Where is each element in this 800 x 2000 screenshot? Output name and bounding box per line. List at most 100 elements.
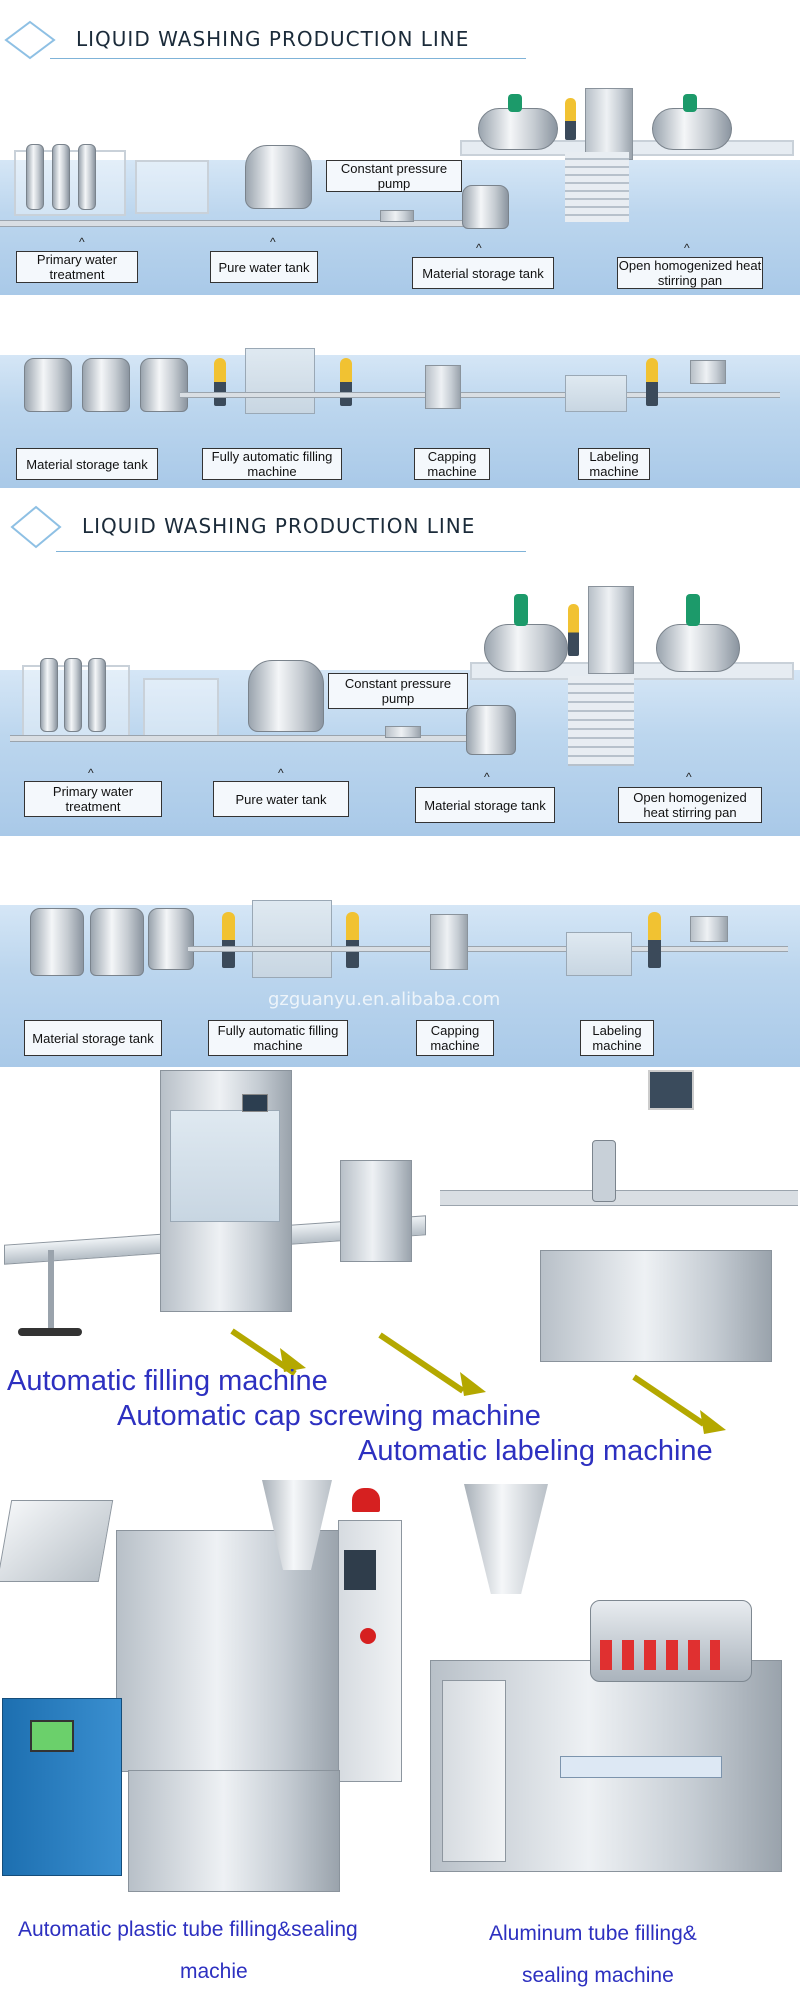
homogenizer-pan bbox=[478, 108, 558, 150]
arrow-head-icon bbox=[460, 1372, 486, 1396]
capping-machine bbox=[425, 365, 461, 409]
pipe bbox=[0, 220, 470, 227]
chiller-display bbox=[30, 1720, 74, 1752]
alarm-light bbox=[352, 1488, 380, 1512]
cabinet-door bbox=[128, 1770, 340, 1892]
arrow-head-icon bbox=[700, 1410, 726, 1434]
control-panel bbox=[442, 1680, 506, 1862]
section-title: LIQUID WASHING PRODUCTION LINE bbox=[82, 514, 476, 538]
labeling-machine bbox=[566, 932, 632, 976]
material-storage-tank bbox=[140, 358, 188, 412]
conveyor-base bbox=[18, 1328, 82, 1336]
filter-column bbox=[88, 658, 106, 732]
output-table bbox=[690, 916, 728, 942]
material-storage-tank bbox=[24, 358, 72, 412]
pointer-caret: ^ bbox=[278, 766, 284, 780]
homogenizer-pan bbox=[656, 624, 740, 672]
filling-machine bbox=[252, 900, 332, 978]
labeling-machine bbox=[540, 1250, 772, 1362]
control-screen bbox=[242, 1094, 268, 1112]
production-scene-3 bbox=[0, 580, 800, 780]
filling-machine-window bbox=[170, 1110, 280, 1222]
homogenizer-pan bbox=[652, 108, 732, 150]
motor bbox=[508, 94, 522, 112]
header-underline bbox=[50, 58, 526, 59]
label-pure-water-tank: Pure water tank bbox=[210, 251, 318, 283]
pointer-caret: ^ bbox=[79, 235, 85, 249]
material-storage-tank bbox=[466, 705, 516, 755]
pump bbox=[380, 210, 414, 222]
caption-filling-machine: Automatic filling machine bbox=[7, 1365, 328, 1397]
tube-hopper-tray bbox=[0, 1500, 114, 1582]
label-homogenized-pan: Open homogenized heat stirring pan bbox=[618, 787, 762, 823]
machine-nameplate bbox=[560, 1756, 722, 1778]
control-panel bbox=[588, 586, 634, 674]
conveyor bbox=[180, 392, 780, 398]
worker bbox=[565, 98, 576, 140]
motor bbox=[686, 594, 700, 626]
label-pure-water-tank: Pure water tank bbox=[213, 781, 349, 817]
section-header-1: LIQUID WASHING PRODUCTION LINE bbox=[0, 18, 800, 68]
product-hopper bbox=[464, 1484, 548, 1594]
conveyor bbox=[440, 1190, 798, 1206]
output-table bbox=[690, 360, 726, 384]
label-filling-machine: Fully automatic filling machine bbox=[202, 448, 342, 480]
conveyor bbox=[188, 946, 788, 952]
section-title: LIQUID WASHING PRODUCTION LINE bbox=[76, 27, 470, 51]
pointer-caret: ^ bbox=[476, 241, 482, 255]
caption-plastic-tube-machine-line1: Automatic plastic tube filling&sealing bbox=[18, 1918, 358, 1941]
caption-labeling-machine: Automatic labeling machine bbox=[358, 1435, 713, 1467]
arrow-head-icon bbox=[280, 1348, 306, 1372]
worker bbox=[340, 358, 352, 406]
labeling-machine bbox=[565, 375, 627, 412]
stairs bbox=[565, 152, 629, 222]
filter-column bbox=[26, 144, 44, 210]
label-roll bbox=[592, 1140, 616, 1202]
caption-aluminum-tube-machine-line2: sealing machine bbox=[522, 1964, 674, 1987]
label-material-storage-tank: Material storage tank bbox=[415, 787, 555, 823]
motor bbox=[514, 594, 528, 626]
label-filling-machine: Fully automatic filling machine bbox=[208, 1020, 348, 1056]
stairs bbox=[568, 676, 634, 766]
motor bbox=[683, 94, 697, 112]
label-capping-machine: Capping machine bbox=[416, 1020, 494, 1056]
label-material-storage-tank: Material storage tank bbox=[24, 1020, 162, 1056]
section-header-2: LIQUID WASHING PRODUCTION LINE bbox=[0, 503, 800, 553]
diamond-icon bbox=[4, 20, 56, 60]
worker bbox=[346, 912, 359, 968]
material-storage-tank bbox=[462, 185, 509, 229]
diamond-icon bbox=[10, 505, 62, 549]
label-labeling-machine: Labeling machine bbox=[578, 448, 650, 480]
arrow-icon bbox=[378, 1332, 465, 1394]
watermark: gzguanyu.en.alibaba.com bbox=[268, 989, 501, 1010]
touch-screen bbox=[648, 1070, 694, 1110]
pointer-caret: ^ bbox=[484, 770, 490, 784]
material-storage-tank bbox=[30, 908, 84, 976]
pointer-caret: ^ bbox=[686, 770, 692, 784]
touch-screen bbox=[344, 1550, 376, 1590]
filling-machine bbox=[245, 348, 315, 414]
label-homogenized-pan: Open homogenized heat stirring pan bbox=[617, 257, 763, 289]
filter-column bbox=[64, 658, 82, 732]
chiller bbox=[2, 1698, 122, 1876]
production-scene-2 bbox=[0, 340, 800, 450]
tube-machines-photo bbox=[0, 1480, 800, 1920]
label-constant-pressure-pump: Constant pressure pump bbox=[328, 673, 468, 709]
pipe bbox=[10, 735, 480, 742]
label-material-storage-tank: Material storage tank bbox=[16, 448, 158, 480]
pointer-caret: ^ bbox=[88, 766, 94, 780]
filter-column bbox=[78, 144, 96, 210]
caption-aluminum-tube-machine-line1: Aluminum tube filling& bbox=[489, 1922, 697, 1945]
arrow-icon bbox=[632, 1374, 706, 1427]
cap-screwing-machine bbox=[340, 1160, 412, 1262]
worker bbox=[568, 604, 579, 656]
plastic-tube-filling-machine bbox=[116, 1530, 340, 1772]
capping-machine bbox=[430, 914, 468, 970]
pump bbox=[385, 726, 421, 738]
conveyor-stand bbox=[48, 1250, 54, 1328]
pure-water-tank bbox=[245, 145, 312, 209]
label-constant-pressure-pump: Constant pressure pump bbox=[326, 160, 462, 192]
material-storage-tank bbox=[148, 908, 194, 970]
caption-cap-screwing-machine: Automatic cap screwing machine bbox=[117, 1400, 541, 1432]
worker bbox=[222, 912, 235, 968]
